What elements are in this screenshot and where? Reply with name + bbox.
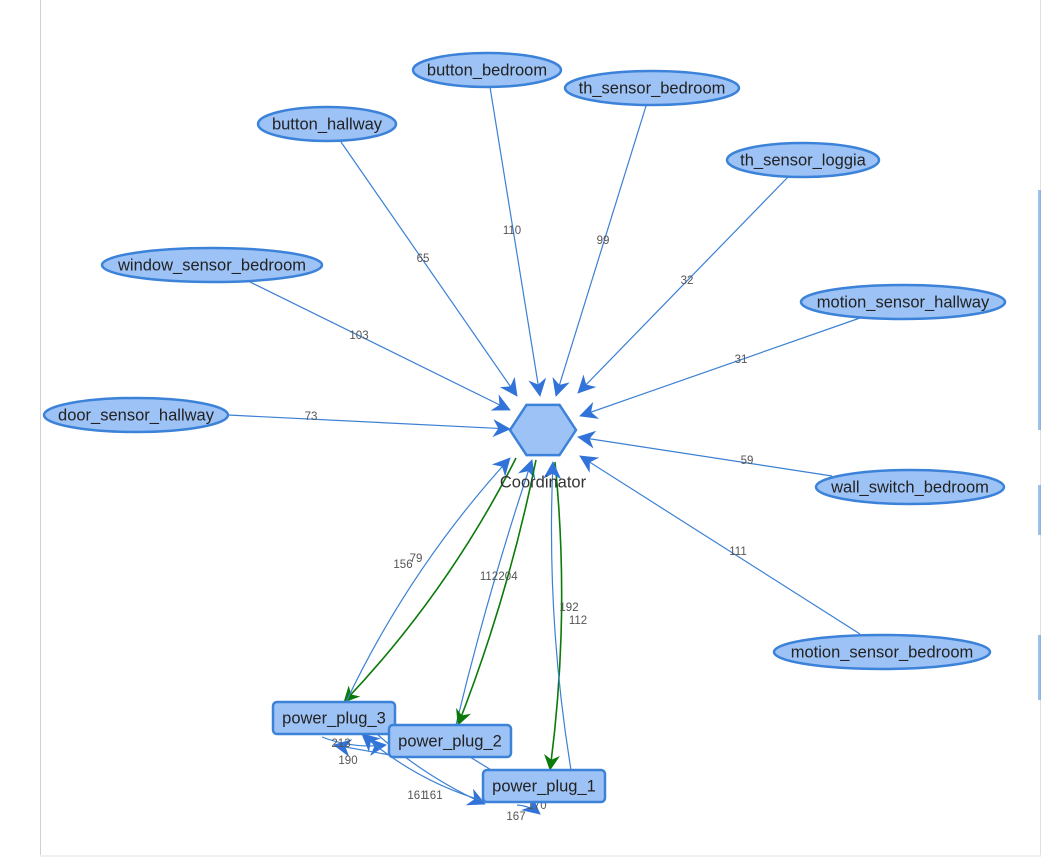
node-label: motion_sensor_hallway [817,293,990,311]
edge-label: 103 [349,330,368,342]
edge-label: 79 [410,553,423,565]
edge-label: 110 [503,225,521,237]
edge-th_sensor_bedroom-to-coordinator [552,105,647,397]
node-label: window_sensor_bedroom [117,256,306,274]
node-shape [563,69,741,107]
edge-power_plug_1-to-power_plug_2 [516,796,541,815]
node-th-sensor-bedroom[interactable]: th_sensor_bedroom [563,69,741,107]
node-shape [271,700,397,736]
node-motion-sensor-hallway[interactable]: motion_sensor_hallway [799,283,1007,321]
node-shape [799,283,1007,321]
node-power-plug-1[interactable]: power_plug_1 [481,768,607,804]
edge-label: 112 [569,615,587,627]
edge-door_sensor_hallway-to-coordinator [227,414,511,438]
edge-label: 65 [417,253,430,265]
edge-motion_sensor_bedroom-to-coordinator [579,455,861,635]
edge-label: 73 [305,411,318,423]
node-power-plug-3[interactable]: power_plug_3 [271,700,397,736]
edge-label: 190 [338,755,357,767]
scroll-indicator [1038,485,1041,535]
node-label: Coordinator [500,473,587,491]
node-shape [481,768,607,804]
edge-label: 32 [681,275,694,287]
edges-layer [227,86,861,815]
edge-button_hallway-to-coordinator [340,141,518,397]
edge-label: 167 [506,811,525,823]
node-power-plug-2[interactable]: power_plug_2 [387,723,513,759]
node-label: power_plug_2 [398,732,502,750]
edge-label: 192 [559,602,578,614]
node-label: door_sensor_hallway [58,406,215,424]
edge-label: 213 [331,738,350,750]
node-coordinator[interactable]: Coordinator [500,403,587,491]
edge-power_plug_3-to-coordinator [345,457,511,703]
coordinator-hexagon [508,403,578,457]
node-shape [42,396,230,434]
node-label: button_hallway [272,115,383,133]
edge-label: 99 [597,235,610,247]
edge-label: 156 [393,559,412,571]
node-shape [725,141,881,179]
node-label: button_bedroom [427,61,547,79]
node-wall-switch-bedroom[interactable]: wall_switch_bedroom [814,468,1006,506]
edge-label: 31 [735,354,748,366]
scroll-indicator [1038,190,1041,430]
edge-button_bedroom-to-coordinator [489,86,547,397]
edge-label: 59 [741,455,754,467]
panel-bottom-border [40,855,1041,857]
node-shape [411,51,563,89]
node-shape [814,468,1006,506]
edge-label: 111 [729,546,746,558]
nodes-layer: button_bedroom th_sensor_bedroom button_ha… [42,51,1007,804]
edge-coordinator-to-power_plug_1 [544,461,563,771]
node-button-bedroom[interactable]: button_bedroom [411,51,563,89]
node-motion-sensor-bedroom[interactable]: motion_sensor_bedroom [772,633,992,671]
edge-label: 112 [480,571,498,583]
edge-power_plug_1-to-coordinator [543,461,572,771]
node-button-hallway[interactable]: button_hallway [256,105,398,143]
edge-wall_switch_bedroom-to-coordinator [577,430,833,477]
node-label: th_sensor_bedroom [579,79,726,97]
node-door-sensor-hallway[interactable]: door_sensor_hallway [42,396,230,434]
node-shape [100,246,324,284]
node-th-sensor-loggia[interactable]: th_sensor_loggia [725,141,881,179]
node-label: wall_switch_bedroom [830,478,989,496]
edge-label: 204 [498,571,518,583]
node-shape [387,723,513,759]
edge-power_plug_1-to-power_plug_3 [361,733,488,803]
scroll-indicator [1038,635,1041,700]
node-label: power_plug_3 [282,709,386,727]
edge-label: 161 [423,790,442,802]
edge-power_plug_2-to-coordinator [455,459,536,726]
node-label: th_sensor_loggia [740,151,866,169]
node-label: motion_sensor_bedroom [791,643,974,661]
node-label: power_plug_1 [492,777,596,795]
edge-th_sensor_loggia-to-coordinator [577,176,789,394]
edge-label: 161 [407,790,426,802]
node-shape [256,105,398,143]
edge-window_sensor_bedroom-to-coordinator [245,279,511,411]
panel-left-border [40,0,41,857]
node-shape [772,633,992,671]
edge-motion_sensor_hallway-to-coordinator [579,317,861,419]
edge-coordinator-to-power_plug_3 [343,457,517,703]
node-window-sensor-bedroom[interactable]: window_sensor_bedroom [100,246,324,284]
edge-coordinator-to-power_plug_2 [456,459,537,726]
